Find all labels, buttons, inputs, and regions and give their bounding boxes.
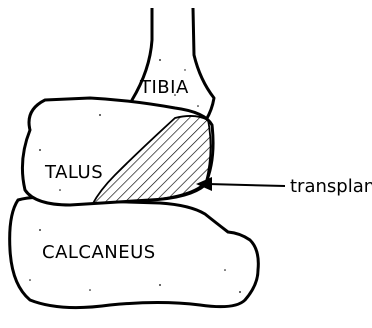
talus-label: TALUS [44, 162, 103, 183]
tibia-label: TIBIA [139, 77, 189, 98]
transplant-pointer [196, 177, 285, 191]
talus-bone [22, 98, 213, 205]
pointer-line [208, 184, 285, 186]
calcaneus-label: CALCANEUS [42, 242, 156, 263]
transplant-label: transplant [290, 176, 372, 197]
